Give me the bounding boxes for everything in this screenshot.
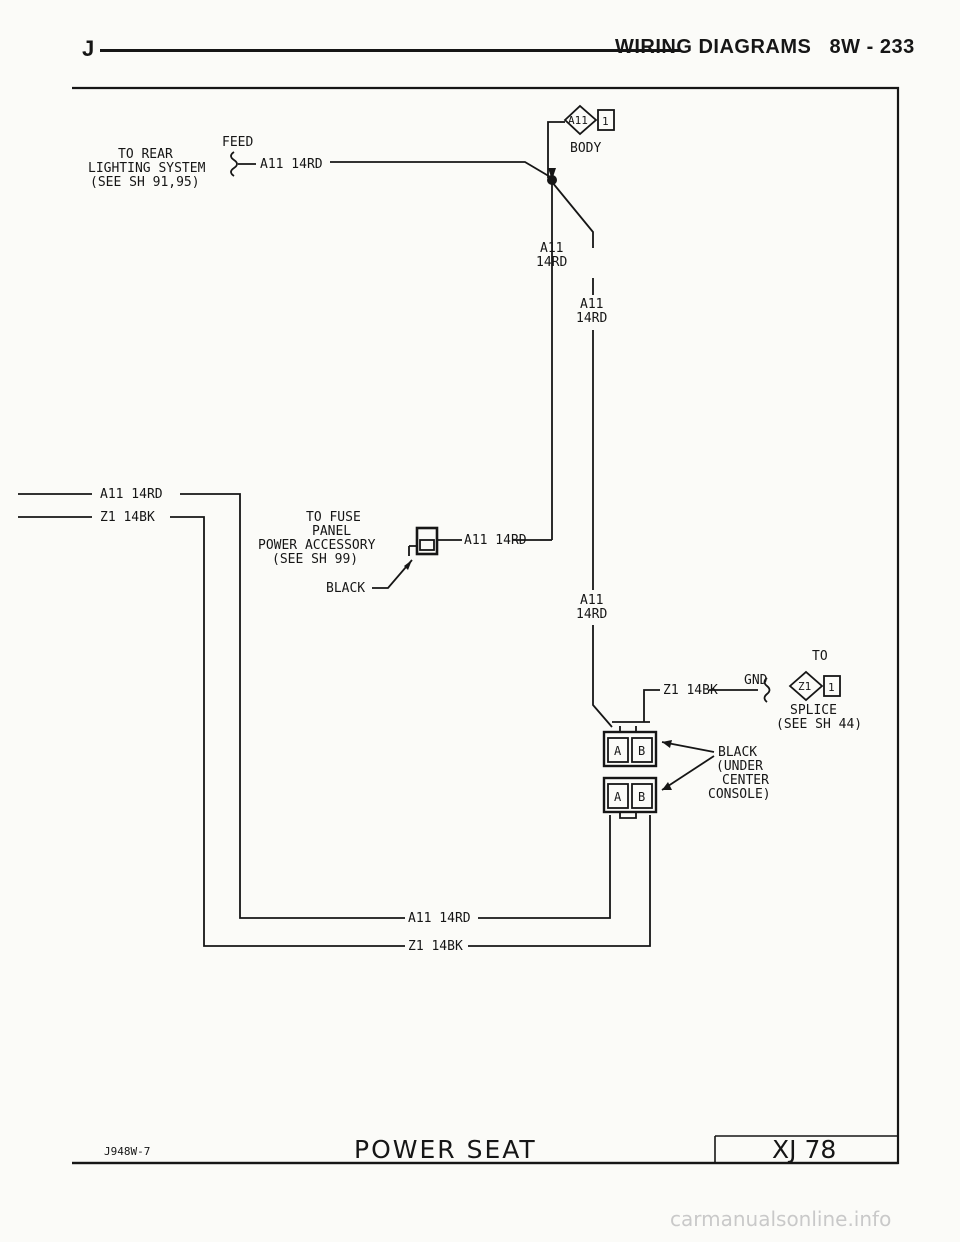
wire-vert-right-low [592, 625, 613, 728]
z1-connector-diamond [788, 670, 824, 702]
fuse-label-3: POWER ACCESSORY [258, 538, 376, 553]
upper-pin-b: B [638, 744, 645, 758]
a11-connector-pin-label: 1 [602, 115, 609, 128]
fuse-wire-label: A11 14RD [464, 533, 527, 548]
fuse-connector-tab [408, 545, 417, 556]
lower-pin-a: A [614, 790, 622, 804]
upper-connector-half [602, 730, 658, 768]
wire-bottom-a11 [478, 815, 611, 919]
vert1-label-a: A11 [540, 241, 563, 256]
a11-connector-pin [597, 109, 615, 131]
z1-connector-pin [823, 675, 841, 697]
black-leader [372, 559, 413, 589]
lower-pin-b: B [638, 790, 645, 804]
fuse-label-4: (SEE SH 99) [272, 552, 358, 567]
ref-box [714, 1135, 898, 1163]
upper-connector-latch [619, 726, 637, 732]
fuse-connector-inner [419, 539, 435, 551]
upper-pin-a-box [607, 737, 629, 763]
left-z1-label: Z1 14BK [100, 510, 155, 525]
z1-connector-label: Z1 [798, 680, 811, 693]
header-title: WIRING DIAGRAMS 8W - 233 [615, 36, 915, 58]
a11-connector-label: A11 [568, 114, 588, 127]
upper-arrow [662, 740, 672, 748]
vert3-label-a: A11 [580, 593, 603, 608]
wire-a11-top-label: A11 14RD [260, 157, 323, 172]
page-header: J WIRING DIAGRAMS 8W - 233 [60, 28, 914, 68]
vert3-label-b: 14RD [576, 607, 607, 622]
feed-label: FEED [222, 135, 253, 150]
gnd-label: GND [744, 673, 768, 688]
fuse-connector [415, 526, 439, 556]
diagram-ref: XJ 78 [772, 1135, 836, 1164]
black2-label-2: (UNDER [716, 759, 763, 774]
wire-vert-right-top [551, 181, 594, 248]
vert2-label-b: 14RD [576, 311, 607, 326]
diagram-title: POWER SEAT [354, 1135, 537, 1164]
bottom-a11-label: A11 14RD [408, 911, 471, 926]
wire-top-feed [330, 161, 553, 179]
fuse-label-1: TO FUSE [306, 510, 361, 525]
black2-label-3: CENTER [722, 773, 769, 788]
lower-connector-half [602, 776, 658, 814]
lower-pin-b-box [631, 783, 653, 809]
diagram-frame [72, 86, 900, 1165]
left-a11-label: A11 14RD [100, 487, 163, 502]
header-rule [100, 49, 680, 52]
a11-connector-diamond [563, 104, 598, 136]
to-label: TO [812, 649, 828, 664]
bottom-z1-label: Z1 14BK [408, 939, 463, 954]
upper-pin-a: A [614, 744, 622, 758]
a11-connector-lead [547, 121, 560, 178]
upper-pin-b-box [631, 737, 653, 763]
black-label: BLACK [326, 581, 365, 596]
splice-label-1: SPLICE [790, 703, 837, 718]
rear-label-3: (SEE SH 91,95) [90, 175, 200, 190]
black2-label-1: BLACK [718, 745, 757, 760]
splice-label-2: (SEE SH 44) [776, 717, 862, 732]
header-letter: J [82, 36, 95, 61]
splice-arrow [548, 168, 556, 180]
leader-lower-half [661, 755, 715, 791]
z1-wire-label: Z1 14BK [663, 683, 718, 698]
black2-label-4: CONSOLE) [708, 787, 771, 802]
z1-connector-pin-label: 1 [828, 681, 835, 694]
gnd-symbol [763, 677, 771, 703]
body-label: BODY [570, 141, 601, 156]
vert1-label-b: 14RD [536, 255, 567, 270]
lower-arrow [662, 782, 672, 790]
vert2-label-a: A11 [580, 297, 603, 312]
wire-left-a11-b [180, 493, 405, 919]
lower-connector-latch [619, 812, 637, 819]
feed-symbol [230, 151, 238, 177]
rear-label-1: TO REAR [118, 147, 173, 162]
wire-bottom-z1 [468, 815, 651, 947]
wire-z1-gnd [643, 689, 660, 722]
rear-label-2: LIGHTING SYSTEM [88, 161, 206, 176]
fuse-label-2: PANEL [312, 524, 351, 539]
watermark: carmanualsonline.info [670, 1207, 891, 1231]
drawing-code: J948W-7 [104, 1145, 150, 1158]
lower-pin-a-box [607, 783, 629, 809]
black-arrow [404, 560, 412, 570]
wire-left-z1-b [170, 516, 405, 947]
